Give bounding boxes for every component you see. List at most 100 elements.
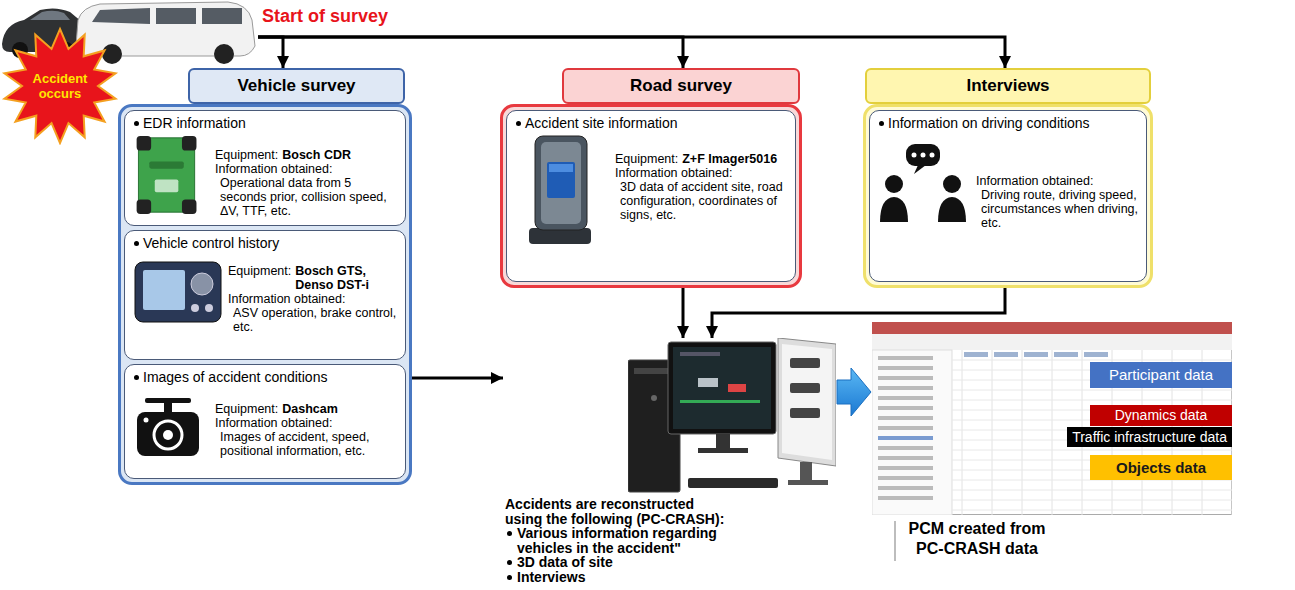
burst-text: Accident occurs bbox=[20, 71, 100, 101]
bullet-item: Interviews bbox=[505, 570, 733, 585]
drawing-part bbox=[912, 153, 917, 158]
info-box: EDR informationEquipment:Bosch CDRInform… bbox=[124, 110, 406, 226]
drawing-part bbox=[191, 273, 213, 295]
bullet-dot bbox=[507, 531, 512, 536]
flow-arrow bbox=[258, 37, 283, 68]
computer-illustration bbox=[628, 338, 836, 495]
drawing-part bbox=[163, 430, 173, 440]
drawing-part bbox=[938, 197, 966, 222]
drawing-part bbox=[205, 304, 213, 312]
equipment-row: Equipment:Bosch GTS, Denso DST-i bbox=[228, 264, 399, 292]
heading-row: Images of accident conditions bbox=[133, 368, 399, 386]
bullet-dot bbox=[134, 375, 139, 380]
drawing-part bbox=[668, 342, 776, 434]
box-body: Equipment:Bosch CDRInformation obtained:… bbox=[133, 132, 399, 218]
drawing-part bbox=[680, 400, 760, 403]
panel-header: Road survey bbox=[562, 68, 800, 104]
drawing-part bbox=[137, 136, 152, 151]
heading-row: Information on driving conditions bbox=[878, 114, 1140, 132]
drawing-part bbox=[878, 476, 933, 480]
flow-arrow bbox=[258, 37, 1005, 68]
drawing-part bbox=[1024, 352, 1048, 357]
reconstruction-computer: Accidents are reconstructed using the fo… bbox=[503, 338, 836, 584]
bullet-dot bbox=[507, 575, 512, 580]
drawing-part bbox=[164, 402, 172, 412]
bullet-dot bbox=[134, 121, 139, 126]
drawing-part bbox=[878, 386, 933, 390]
drawing-part bbox=[1054, 352, 1078, 357]
box-body: Equipment:Bosch GTS, Denso DST-iInformat… bbox=[133, 252, 399, 334]
bullet-text: 3D data of site bbox=[517, 555, 733, 570]
drawing-part bbox=[549, 164, 573, 172]
field-label: Information obtained: bbox=[215, 162, 399, 176]
drawing-part bbox=[680, 352, 720, 356]
drawing-part bbox=[182, 136, 197, 151]
drawing-part bbox=[914, 165, 926, 174]
field-label: Equipment: bbox=[615, 152, 678, 166]
drawing-part bbox=[906, 144, 940, 166]
drawing-part bbox=[788, 480, 828, 485]
field-label: Equipment: bbox=[228, 264, 291, 292]
drawing-part bbox=[952, 510, 1232, 511]
bullet-dot bbox=[516, 121, 521, 126]
drawing-part bbox=[651, 395, 657, 401]
info-box: Accident site informationEquipment:Z+F I… bbox=[506, 110, 796, 282]
equipment-row: Equipment:Dashcam bbox=[215, 402, 399, 416]
drawing-part bbox=[878, 466, 933, 470]
box-heading: Accident site information bbox=[525, 115, 678, 131]
equipment-name: Bosch GTS, Denso DST-i bbox=[295, 264, 399, 292]
drawing-part bbox=[880, 197, 908, 222]
diagram-label: Start of survey bbox=[262, 6, 388, 27]
field-label: Information obtained: bbox=[615, 166, 789, 180]
bullet-dot bbox=[879, 121, 884, 126]
device-icon bbox=[878, 144, 968, 222]
bullet-dot bbox=[134, 241, 139, 246]
data-category-bar: Dynamics data bbox=[1090, 405, 1232, 426]
flow-arrow bbox=[682, 288, 685, 338]
text-column: Accidents are reconstructed using the fo… bbox=[503, 338, 733, 584]
info-text: Images of accident, speed, positional in… bbox=[215, 430, 399, 458]
drawing-part bbox=[137, 412, 199, 456]
device-icon bbox=[515, 132, 605, 247]
drawing-part bbox=[790, 358, 820, 368]
bullet-text: Various information regarding vehicles i… bbox=[517, 526, 733, 555]
info-box: Information on driving conditionsInforma… bbox=[869, 110, 1147, 282]
pcm-caption: PCM created from PC-CRASH data bbox=[897, 519, 1057, 559]
field-label: Information obtained: bbox=[976, 174, 1140, 188]
drawing-part bbox=[698, 448, 748, 453]
drawing-part bbox=[782, 344, 832, 460]
drawing-part bbox=[885, 175, 903, 193]
drawing-part bbox=[135, 262, 221, 322]
drawing-part bbox=[688, 478, 778, 488]
drawing-part bbox=[92, 8, 150, 24]
equipment-row: Equipment:Bosch CDR bbox=[215, 148, 399, 162]
equipment-name: Dashcam bbox=[282, 402, 399, 416]
box-heading: Information on driving conditions bbox=[888, 115, 1090, 131]
drawing-part bbox=[30, 11, 70, 20]
drawing-part bbox=[878, 376, 933, 380]
device-icon bbox=[133, 398, 203, 456]
drawing-part bbox=[952, 500, 1232, 501]
drawing-part bbox=[952, 400, 1232, 401]
data-category-bar: Participant data bbox=[1090, 362, 1232, 388]
info-text: Operational data from 5 seconds prior, c… bbox=[215, 176, 399, 218]
equipment-row: Equipment:Z+F Imager5016 bbox=[615, 152, 789, 166]
survey-panel: Vehicle surveyEDR informationEquipment:B… bbox=[118, 68, 412, 485]
drawing-part bbox=[728, 384, 746, 392]
info-text: ASV operation, brake control, etc. bbox=[228, 306, 399, 334]
info-box: Images of accident conditionsEquipment:D… bbox=[124, 364, 406, 479]
drawing-part bbox=[872, 322, 1232, 334]
box-body: Equipment:DashcamInformation obtained:Im… bbox=[133, 386, 399, 458]
caption-bar bbox=[894, 521, 896, 561]
drawing-part bbox=[149, 161, 183, 168]
flow-arrow bbox=[258, 37, 683, 68]
heading-row: Vehicle control history bbox=[133, 234, 399, 252]
survey-panel: InterviewsInformation on driving conditi… bbox=[863, 68, 1153, 288]
drawing-part bbox=[541, 142, 581, 224]
drawing-part bbox=[878, 426, 933, 430]
survey-panel: Road surveyAccident site informationEqui… bbox=[500, 68, 802, 288]
equipment-name: Bosch CDR bbox=[282, 148, 399, 162]
box-body: Information obtained:Driving route, driv… bbox=[878, 132, 1140, 230]
field-label: Information obtained: bbox=[228, 292, 399, 306]
